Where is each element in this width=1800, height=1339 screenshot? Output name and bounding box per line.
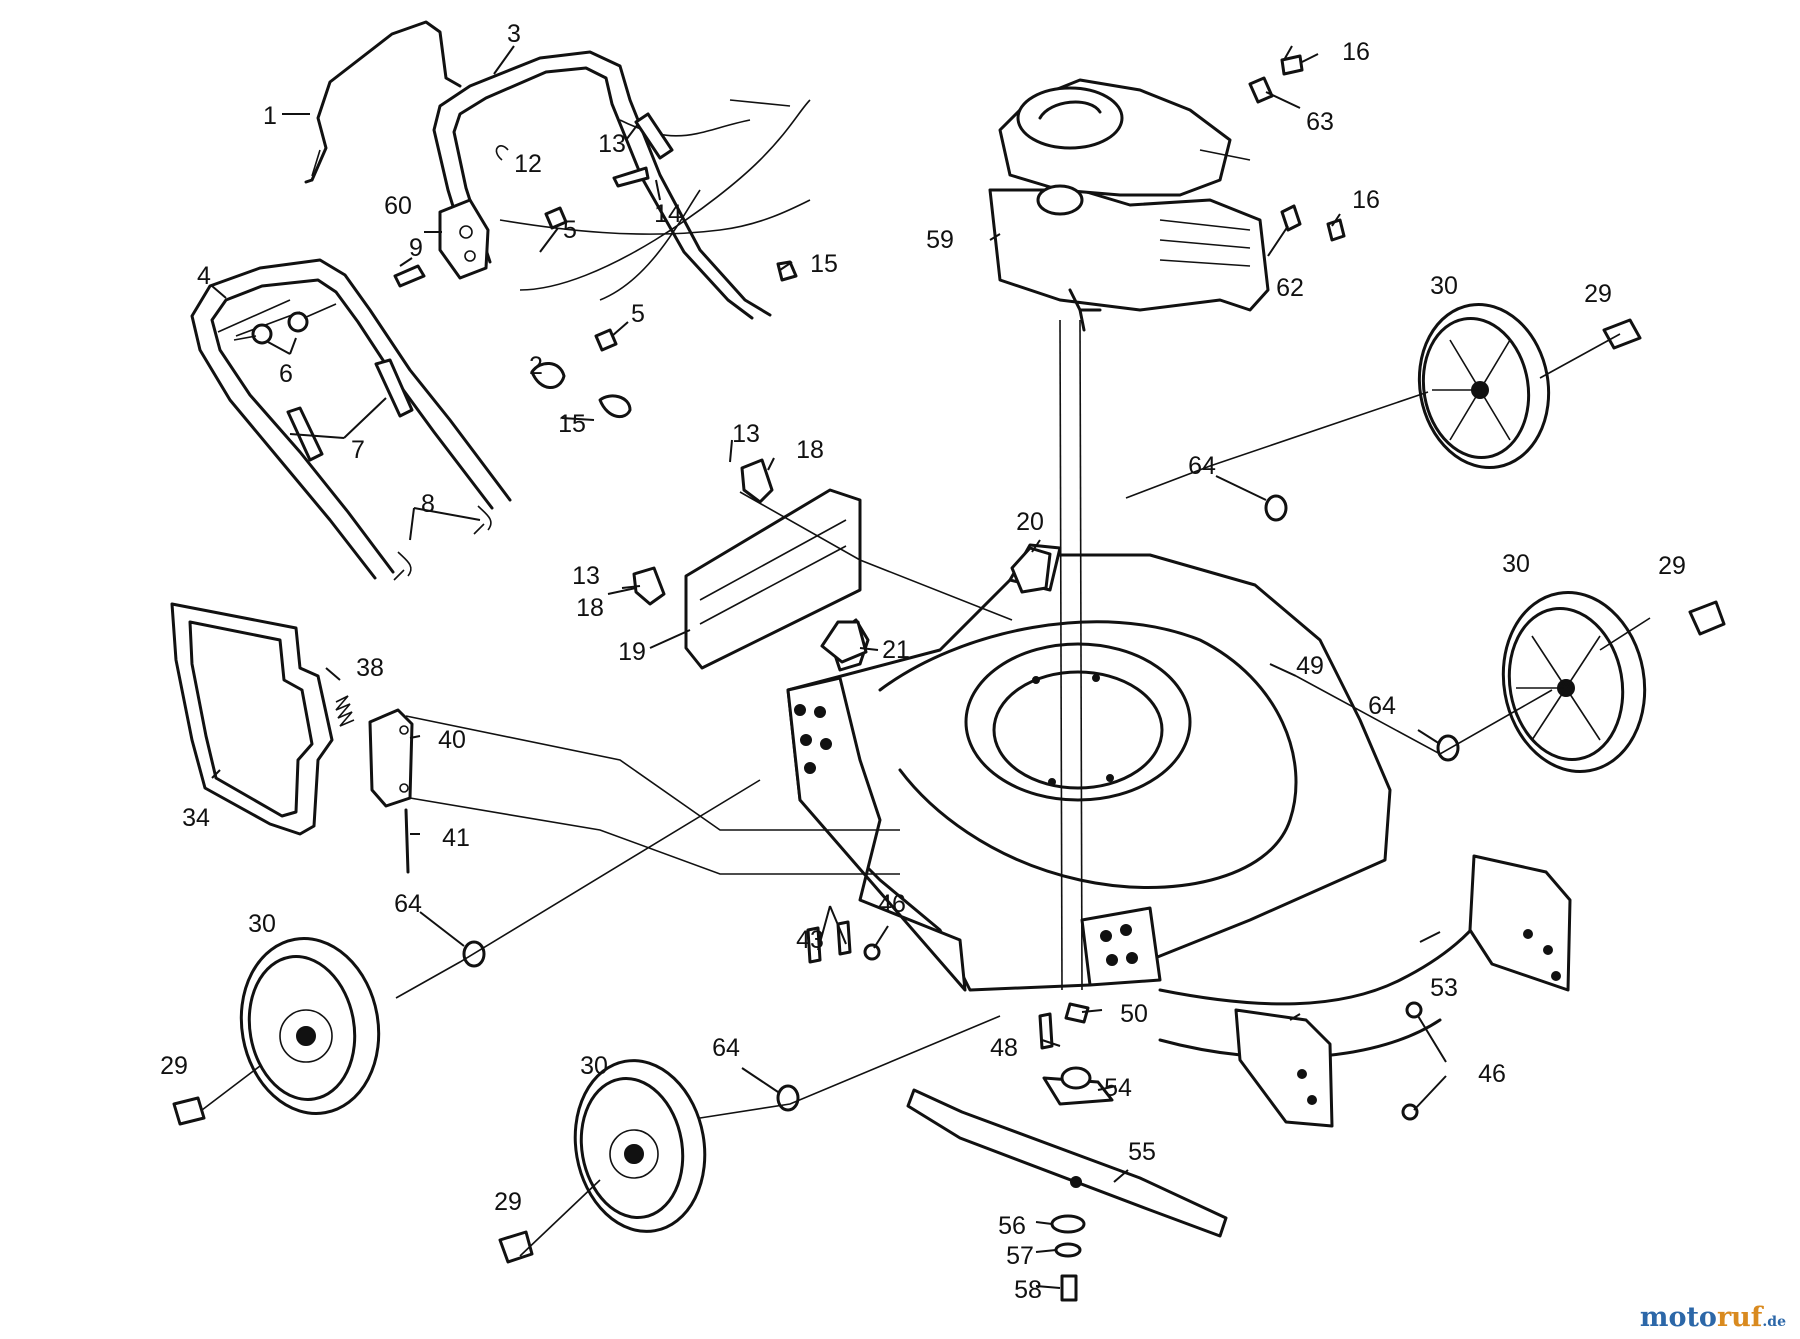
label-6: 6 bbox=[279, 360, 293, 388]
label-16b: 16 bbox=[1352, 186, 1380, 214]
label-43: 43 bbox=[796, 926, 824, 954]
label-57: 57 bbox=[1006, 1242, 1034, 1270]
label-16a: 16 bbox=[1342, 38, 1370, 66]
label-64d: 64 bbox=[712, 1034, 740, 1062]
label-59: 59 bbox=[926, 226, 954, 254]
wheel-rear-right-part-30 bbox=[1417, 302, 1551, 470]
label-14: 14 bbox=[654, 200, 682, 228]
label-13a: 13 bbox=[598, 130, 626, 158]
baffle-part-53 bbox=[1158, 854, 1572, 1128]
label-8: 8 bbox=[421, 490, 435, 518]
label-63: 63 bbox=[1306, 108, 1334, 136]
wheel-front-left-part-30 bbox=[239, 937, 381, 1115]
hairpins-part-8 bbox=[393, 505, 492, 581]
label-38: 38 bbox=[356, 654, 384, 682]
label-34: 34 bbox=[182, 804, 210, 832]
label-15a: 15 bbox=[810, 250, 838, 278]
label-7: 7 bbox=[351, 436, 365, 464]
label-20: 20 bbox=[1016, 508, 1044, 536]
label-12: 12 bbox=[514, 150, 542, 178]
label-9: 9 bbox=[409, 234, 423, 262]
washers-parts-56-58 bbox=[1050, 1214, 1086, 1302]
label-29a: 29 bbox=[1584, 280, 1612, 308]
label-5a: 5 bbox=[563, 216, 577, 244]
leader-lines bbox=[211, 45, 1447, 1289]
label-21: 21 bbox=[882, 636, 910, 664]
rear-deflector-part-34 bbox=[170, 602, 334, 836]
wheel-spacers-part-64 bbox=[462, 494, 1460, 1112]
label-29c: 29 bbox=[160, 1052, 188, 1080]
label-30c: 30 bbox=[248, 910, 276, 938]
label-30a: 30 bbox=[1430, 272, 1458, 300]
height-adjust-pivot-part-20 bbox=[1010, 546, 1052, 594]
label-29d: 29 bbox=[494, 1188, 522, 1216]
label-64a: 64 bbox=[1188, 452, 1216, 480]
label-13b: 13 bbox=[732, 420, 760, 448]
label-29b: 29 bbox=[1658, 552, 1686, 580]
label-53: 53 bbox=[1430, 974, 1458, 1002]
label-49: 49 bbox=[1296, 652, 1324, 680]
label-62: 62 bbox=[1276, 274, 1304, 302]
handle-brackets-part-7 bbox=[286, 358, 414, 462]
wheel-bolts-part-29 bbox=[172, 318, 1726, 1264]
label-30b: 30 bbox=[1502, 550, 1530, 578]
label-15b: 15 bbox=[558, 410, 586, 438]
crankshaft-line bbox=[1059, 319, 1083, 991]
wheel-front-right-part-30 bbox=[1501, 591, 1647, 773]
wheel-rear-left-part-30 bbox=[573, 1059, 707, 1233]
assembly-guide-lines bbox=[201, 333, 1651, 1257]
watermark-part1: moto bbox=[1639, 1302, 1717, 1333]
label-54: 54 bbox=[1104, 1074, 1132, 1102]
label-55: 55 bbox=[1128, 1138, 1156, 1166]
label-46a: 46 bbox=[878, 890, 906, 918]
label-18a: 18 bbox=[796, 436, 824, 464]
blade-adapter-part-54 bbox=[1042, 1066, 1114, 1106]
label-58: 58 bbox=[1014, 1276, 1042, 1304]
label-13c: 13 bbox=[572, 562, 600, 590]
label-18b: 18 bbox=[576, 594, 604, 622]
label-60: 60 bbox=[384, 192, 412, 220]
label-2: 2 bbox=[529, 352, 543, 380]
watermark-part2: ruf bbox=[1716, 1302, 1763, 1333]
handle-bracket-part-60 bbox=[438, 198, 490, 280]
cable-assembly bbox=[499, 99, 811, 301]
label-64c: 64 bbox=[394, 890, 422, 918]
label-56: 56 bbox=[998, 1212, 1026, 1240]
label-48: 48 bbox=[990, 1034, 1018, 1062]
bracket-part-21 bbox=[820, 620, 868, 664]
label-46b: 46 bbox=[1478, 1060, 1506, 1088]
blade-part-55 bbox=[906, 1088, 1228, 1238]
label-64b: 64 bbox=[1368, 692, 1396, 720]
lower-handle-part-4 bbox=[190, 258, 512, 580]
key-part-50 bbox=[1064, 1002, 1090, 1024]
label-30d: 30 bbox=[580, 1052, 608, 1080]
engine-part-59 bbox=[988, 78, 1270, 332]
mower-deck-part-49 bbox=[786, 543, 1392, 992]
label-3: 3 bbox=[507, 20, 521, 48]
label-41: 41 bbox=[442, 824, 470, 852]
part-labels: 1 2 3 4 5 5 6 7 8 9 12 13 13 13 14 15 15… bbox=[160, 20, 1686, 1304]
bolts-part-6 bbox=[233, 303, 337, 345]
small-hardware-handle bbox=[393, 112, 798, 419]
watermark-part3: .de bbox=[1762, 1314, 1786, 1330]
hinge-bracket-part-40 bbox=[368, 708, 414, 808]
label-1: 1 bbox=[263, 102, 277, 130]
label-40: 40 bbox=[438, 726, 466, 754]
control-bar-part-1 bbox=[304, 20, 462, 184]
label-50: 50 bbox=[1120, 1000, 1148, 1028]
watermark-logo: motoruf.de bbox=[1640, 1302, 1786, 1333]
engine-bolts-16 bbox=[1248, 54, 1346, 242]
label-4: 4 bbox=[197, 262, 211, 290]
label-19: 19 bbox=[618, 638, 646, 666]
upper-handle-part-3 bbox=[432, 50, 791, 320]
label-5b: 5 bbox=[631, 300, 645, 328]
hinge-rod-part-41 bbox=[404, 808, 410, 874]
spring-part-38 bbox=[335, 695, 355, 727]
